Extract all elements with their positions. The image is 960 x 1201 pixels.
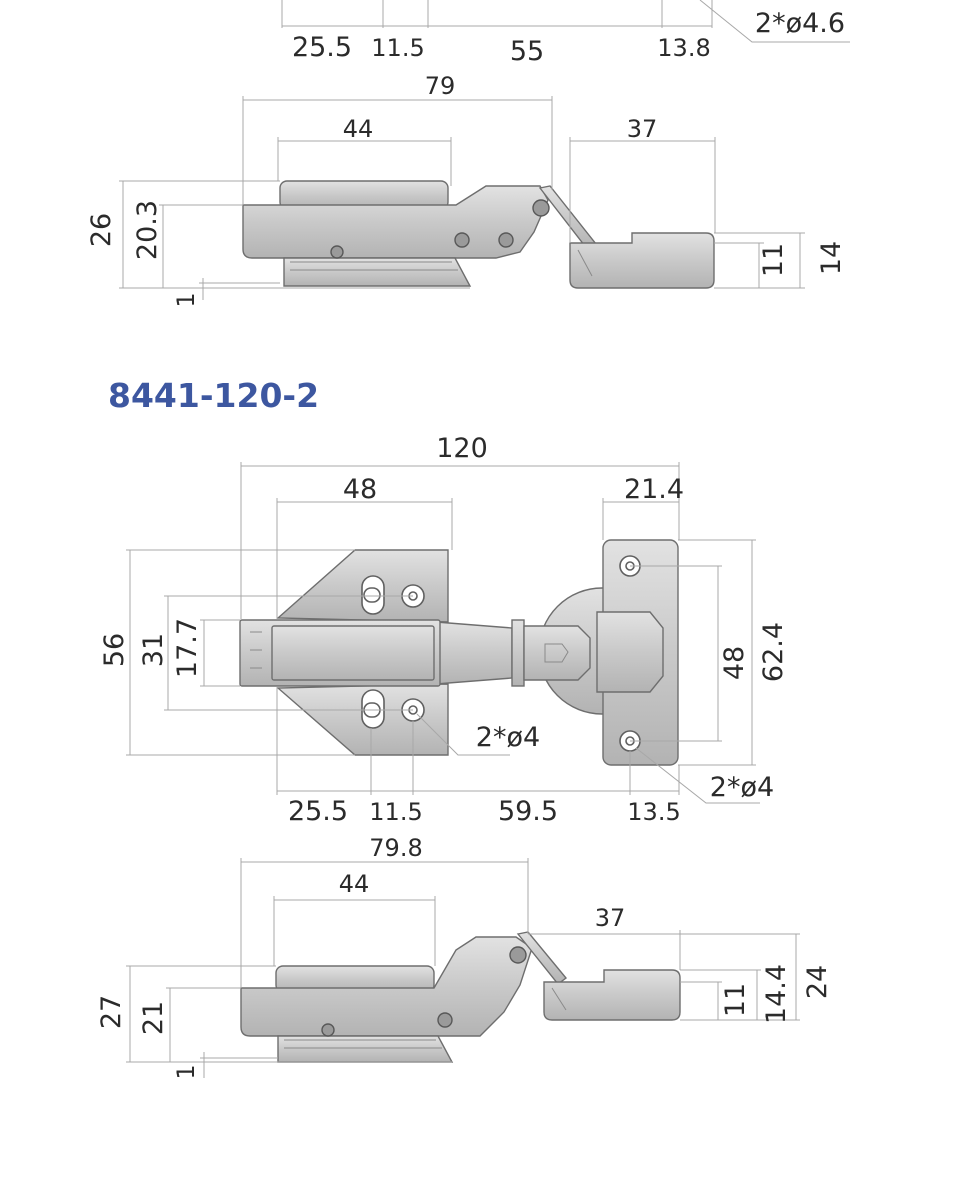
- dim-side2-base: 1: [172, 1064, 200, 1079]
- dim-side1-h-total: 26: [86, 213, 117, 247]
- dim-side2-arm: 37: [595, 904, 626, 932]
- dim-top-13-8: 13.8: [657, 34, 710, 62]
- dim-plan2-plate-holes: 48: [719, 646, 750, 680]
- dim-plan2-25-5: 25.5: [288, 796, 348, 827]
- side-view-1-part: [242, 180, 715, 289]
- dim-top-25-5: 25.5: [292, 32, 352, 63]
- dim-plan2-cup: 48: [343, 474, 377, 505]
- dim-plan2-59-5: 59.5: [498, 796, 558, 827]
- dim-plan2-h-inner: 17.7: [172, 618, 203, 678]
- dim-top-holes: 2*ø4.6: [755, 8, 845, 39]
- dim-plan2-h-mid: 31: [138, 633, 169, 667]
- dim-plan2-13-5: 13.5: [627, 798, 680, 826]
- dim-side2-plate-h: 11: [720, 983, 751, 1017]
- dim-side2-cup: 44: [339, 870, 370, 898]
- dim-side2-plate-total: 24: [802, 965, 833, 999]
- plan-view-2-part: [239, 539, 679, 766]
- dim-plan2-holes-cup: 2*ø4: [476, 722, 540, 753]
- dim-top-11-5: 11.5: [371, 34, 424, 62]
- dim-side2-plate-mid: 14.4: [761, 964, 792, 1024]
- dim-side1-h-body: 20.3: [132, 200, 163, 260]
- model-title: 8441-120-2: [108, 376, 319, 415]
- dim-side1-base: 1: [172, 292, 200, 307]
- dim-plan2-holes-plate: 2*ø4: [710, 772, 774, 803]
- dim-side1-plate-h: 11: [758, 243, 789, 277]
- dim-plan2-11-5: 11.5: [369, 798, 422, 826]
- side-view-2: 79.8 44 37 27 21 1 11 14.4 24: [96, 834, 833, 1080]
- dim-plan2-plate-h: 62.4: [758, 622, 789, 682]
- dim-side1-cup: 44: [343, 115, 374, 143]
- side-view-2-part: [240, 931, 681, 1063]
- dim-side2-overall: 79.8: [369, 834, 422, 862]
- dim-side1-overall: 79: [425, 72, 456, 100]
- dim-side2-h-total: 27: [96, 995, 127, 1029]
- dim-side2-h-body: 21: [138, 1001, 169, 1035]
- dim-top-55: 55: [510, 36, 544, 67]
- dim-plan2-plate-w: 21.4: [624, 474, 684, 505]
- dim-plan2-overall: 120: [436, 433, 488, 464]
- dim-plan2-h-total: 56: [99, 633, 130, 667]
- plan-view-2: 120 48 21.4 56 31 17.7 48 62.4 2*ø4 2*ø4…: [99, 433, 789, 827]
- top-partial-dimensions: 25.5 11.5 55 13.8 2*ø4.6: [281, 0, 850, 67]
- side-view-1: 79 44 37 26 20.3 1 11 14: [86, 72, 847, 308]
- dim-side1-arm: 37: [627, 115, 658, 143]
- dim-side1-plate-total: 14: [816, 241, 847, 275]
